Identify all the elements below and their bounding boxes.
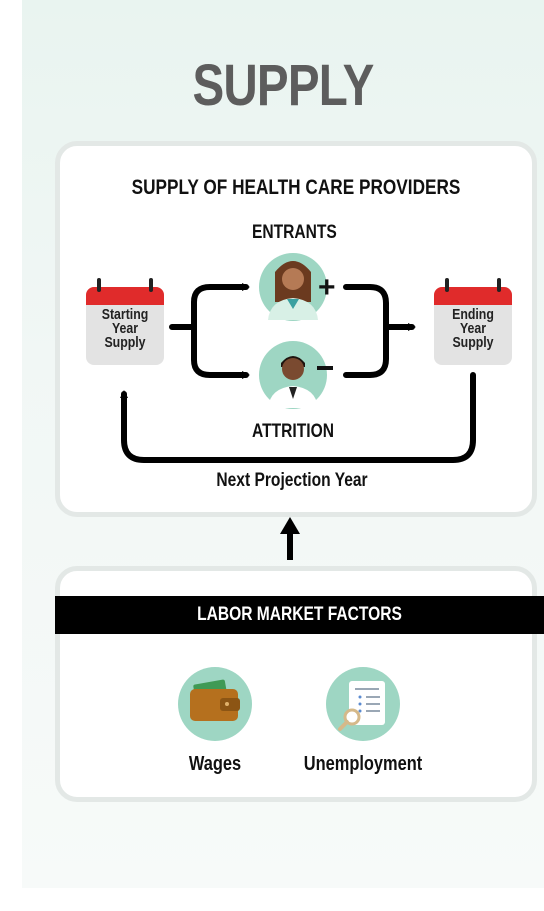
starting-line-3: Supply (104, 335, 146, 351)
ending-year-supply-text: Ending Year Supply (440, 307, 506, 351)
starting-line-2: Year (111, 321, 139, 337)
up-arrow-icon (280, 517, 300, 560)
document-magnifier-icon (326, 667, 400, 741)
labor-heading: LABOR MARKET FACTORS (197, 604, 402, 625)
ending-line-3: Supply (452, 335, 494, 351)
supply-heading: SUPPLY OF HEALTH CARE PROVIDERS (131, 176, 461, 199)
page-title: SUPPLY (192, 53, 374, 118)
flow-arrows (120, 283, 476, 463)
ending-line-2: Year (459, 321, 487, 337)
labor-heading-band (55, 596, 544, 634)
starting-year-supply-text: Starting Year Supply (92, 307, 158, 351)
starting-line-1: Starting (101, 307, 149, 323)
wages-label: Wages (188, 753, 242, 775)
entrant-provider-icon (259, 253, 327, 321)
ending-line-1: Ending (452, 307, 494, 323)
entrants-label: ENTRANTS (252, 222, 337, 243)
next-projection-year-label: Next Projection Year (216, 470, 368, 491)
minus-icon (317, 366, 333, 370)
wallet-icon (178, 667, 252, 741)
attrition-label: ATTRITION (252, 421, 334, 442)
plus-icon: + (318, 271, 336, 304)
attrition-provider-icon (259, 341, 327, 409)
starting-calendar-icon (86, 278, 164, 365)
ending-calendar-icon (434, 278, 512, 365)
unemployment-label: Unemployment (303, 753, 423, 775)
